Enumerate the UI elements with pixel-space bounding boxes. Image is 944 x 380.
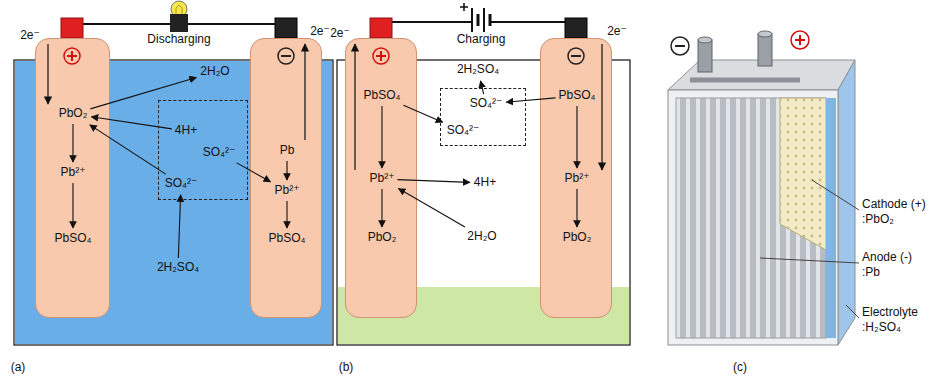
- reaction-arrow: [398, 180, 470, 183]
- reaction-arrow: [381, 189, 382, 227]
- species-label: PbSO₄: [269, 232, 306, 246]
- text-label: Electrolyte: [862, 306, 918, 320]
- negative-terminal: [275, 18, 297, 38]
- electrode: PbSO₄ Pb²⁺ PbO₂: [540, 38, 612, 318]
- text-label: 2H₂O: [467, 230, 496, 244]
- text-label: 2e⁻: [607, 25, 627, 39]
- ion-group-box: SO₄²⁻ SO₄²⁻: [440, 88, 526, 146]
- reaction-arrow: [72, 124, 73, 162]
- species-label: PbO₂: [59, 107, 88, 121]
- text-label: (c): [733, 361, 747, 375]
- battery-cutaway: [668, 31, 855, 345]
- species-label: Pb²⁺: [564, 172, 589, 186]
- species-label: 4H+: [175, 124, 197, 138]
- ion-group-box: 4H+ SO₄²⁻ SO₄²⁻: [158, 100, 248, 200]
- species-label: PbSO₄: [55, 232, 92, 246]
- positive-terminal: [370, 18, 392, 38]
- species-label: SO₄²⁻: [447, 124, 480, 138]
- species-label: PbO₂: [368, 231, 397, 245]
- species-label: Pb²⁺: [60, 166, 85, 180]
- text-label: :H₂SO₄: [862, 321, 901, 335]
- species-label: SO₄²⁻: [165, 177, 198, 191]
- wire: [83, 23, 170, 25]
- reaction-arrow: [403, 105, 442, 122]
- text-label: (a): [11, 361, 26, 375]
- species-label: PbSO₄: [364, 89, 401, 103]
- reaction-arrow: [381, 106, 382, 168]
- text-label: 2H₂SO₄: [457, 63, 499, 77]
- text-label: 2e⁻: [310, 25, 330, 39]
- wire: [188, 23, 275, 25]
- polarity-symbols: [64, 48, 584, 64]
- reaction-arrow: [90, 125, 166, 174]
- leader-lines: [760, 180, 859, 318]
- reaction-arrow: [286, 201, 287, 228]
- negative-terminal: [565, 18, 587, 38]
- species-label: Pb²⁺: [274, 184, 299, 198]
- species-label: PbSO₄: [559, 89, 596, 103]
- text-label: Cathode (+): [862, 198, 926, 212]
- reaction-arrow: [399, 189, 465, 228]
- electrode: PbSO₄ Pb²⁺ PbO₂: [345, 38, 417, 318]
- wire: [490, 21, 565, 23]
- text-label: 2e⁻: [20, 29, 40, 43]
- reaction-arrow: [237, 163, 271, 182]
- species-label: SO₄²⁻: [203, 146, 236, 160]
- reaction-arrow: [481, 81, 484, 94]
- reaction-arrow: [286, 161, 287, 180]
- reaction-arrow: [576, 189, 577, 227]
- text-label: Charging: [457, 33, 506, 47]
- reaction-arrow: [576, 106, 577, 168]
- reaction-arrow: [506, 98, 555, 102]
- text-label: Discharging: [147, 33, 210, 47]
- wire: [392, 21, 472, 23]
- text-label: 2H₂SO₄: [157, 261, 199, 275]
- species-label: PbO₂: [563, 231, 592, 245]
- positive-terminal: [61, 18, 83, 38]
- species-label: SO₄²⁻: [470, 97, 503, 111]
- species-label: Pb: [280, 144, 295, 158]
- text-label: :Pb: [862, 266, 880, 280]
- battery-symbol: [460, 3, 490, 32]
- text-label: 2e⁻: [330, 27, 350, 41]
- electrode: PbO₂ Pb²⁺ PbSO₄: [35, 38, 110, 318]
- text-label: Anode (-): [862, 251, 912, 265]
- reaction-arrow: [91, 117, 171, 129]
- electrode: PbPb²⁺ PbSO₄: [250, 38, 322, 318]
- reaction-arrow: [72, 183, 73, 228]
- species-label: Pb²⁺: [369, 172, 394, 186]
- text-label: :PbO₂: [862, 213, 894, 227]
- text-label: (b): [339, 361, 354, 375]
- lamp-symbol: [170, 1, 188, 32]
- reaction-arrow: [178, 195, 180, 258]
- reaction-arrow: [90, 78, 196, 109]
- text-label: 2H₂O: [200, 65, 229, 79]
- text-label: 4H+: [474, 176, 496, 190]
